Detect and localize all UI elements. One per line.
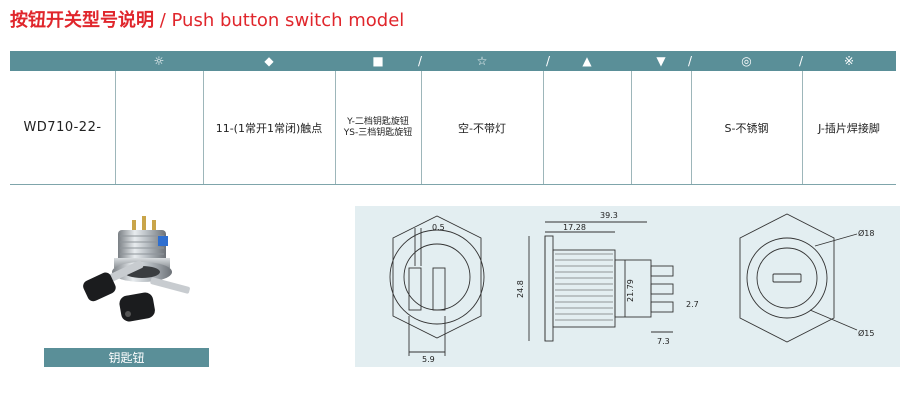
- column-divider: [335, 71, 336, 184]
- side-view-pin: [650, 301, 674, 313]
- dim-pin-spacing: 5.9: [422, 355, 435, 364]
- front-view-outer-ring: [389, 229, 485, 325]
- dimension-drawing: 0.5 5.9 39.3 17.28 24.8 21.79 2.7 7.3 Ø1…: [355, 206, 900, 367]
- cell-key-type: Y-二档钥匙旋钮 YS-三档钥匙旋钮: [335, 71, 421, 184]
- dim-height: 24.8: [516, 280, 525, 298]
- side-view-body: [552, 249, 616, 328]
- column-divider: [421, 71, 422, 184]
- diamond-icon: ◆: [264, 54, 274, 68]
- header-separator: /: [546, 54, 551, 68]
- dim-outer-dia: Ø18: [858, 228, 874, 238]
- top-view-keyhole: [772, 273, 802, 283]
- front-view-inner-ring: [403, 243, 471, 311]
- product-photo: [83, 216, 190, 322]
- cell-triangle-up-column: [543, 71, 631, 184]
- front-view-pin-right: [432, 267, 446, 311]
- model-table: ☼ ◆ ■ / ☆ / ▲ ▼ / ◎ / ※ WD710-22- 11-(1常…: [10, 51, 896, 185]
- front-view-pin-left: [408, 267, 422, 311]
- square-icon: ■: [372, 54, 384, 68]
- top-view-inner-ring: [756, 247, 818, 309]
- cell-model-prefix: WD710-22-: [23, 120, 102, 135]
- cell-terminal: J-插片焊接脚: [818, 121, 880, 135]
- side-view-pin: [650, 283, 674, 295]
- table-row: [10, 71, 896, 185]
- sun-symbol-icon: ☼: [153, 54, 165, 68]
- header-separator: /: [799, 54, 804, 68]
- dim-width-total: 39.3: [600, 211, 618, 220]
- page-title: 按钮开关型号说明 / Push button switch model: [10, 10, 404, 32]
- star-outline-icon: ☆: [476, 54, 488, 68]
- cell-triangle-down-column: [631, 71, 691, 184]
- title-separator: /: [154, 10, 172, 31]
- cell-sun-column: [115, 71, 203, 184]
- dim-pin-gap: 2.7: [686, 300, 699, 309]
- column-divider: [691, 71, 692, 184]
- title-english: Push button switch model: [171, 10, 405, 31]
- header-separator: /: [418, 54, 423, 68]
- column-divider: [631, 71, 632, 184]
- cell-contact: 11-(1常开1常闭)触点: [215, 121, 323, 135]
- cell-lamp: 空-不带灯: [458, 121, 506, 135]
- dim-thread-dia: 21.79: [626, 279, 635, 302]
- title-chinese: 按钮开关型号说明: [10, 10, 154, 31]
- triangle-down-icon: ▼: [656, 54, 666, 68]
- column-divider: [203, 71, 204, 184]
- dim-inner-dia: Ø15: [858, 328, 874, 338]
- dim-head-len: 17.28: [563, 223, 586, 232]
- photo-caption: 钥匙钮: [44, 348, 209, 367]
- top-view-hex: [739, 213, 835, 343]
- reference-mark-icon: ※: [843, 54, 855, 68]
- side-view-pin: [650, 265, 674, 277]
- dim-pin-width: 0.5: [432, 223, 445, 232]
- key-type-line-1: Y-二档钥匙旋钮: [347, 116, 409, 127]
- header-separator: /: [688, 54, 693, 68]
- top-view-outer-ring: [746, 237, 828, 319]
- key-type-line-2: YS-三档钥匙旋钮: [343, 127, 413, 138]
- column-divider: [802, 71, 803, 184]
- cell-material: S-不锈钢: [724, 121, 769, 135]
- column-divider: [115, 71, 116, 184]
- side-view-flange: [544, 235, 554, 342]
- triangle-up-icon: ▲: [582, 54, 592, 68]
- front-view-hex: [392, 215, 482, 339]
- double-circle-icon: ◎: [741, 54, 752, 68]
- dim-pin-len: 7.3: [657, 337, 670, 346]
- column-divider: [543, 71, 544, 184]
- table-header: [10, 51, 896, 71]
